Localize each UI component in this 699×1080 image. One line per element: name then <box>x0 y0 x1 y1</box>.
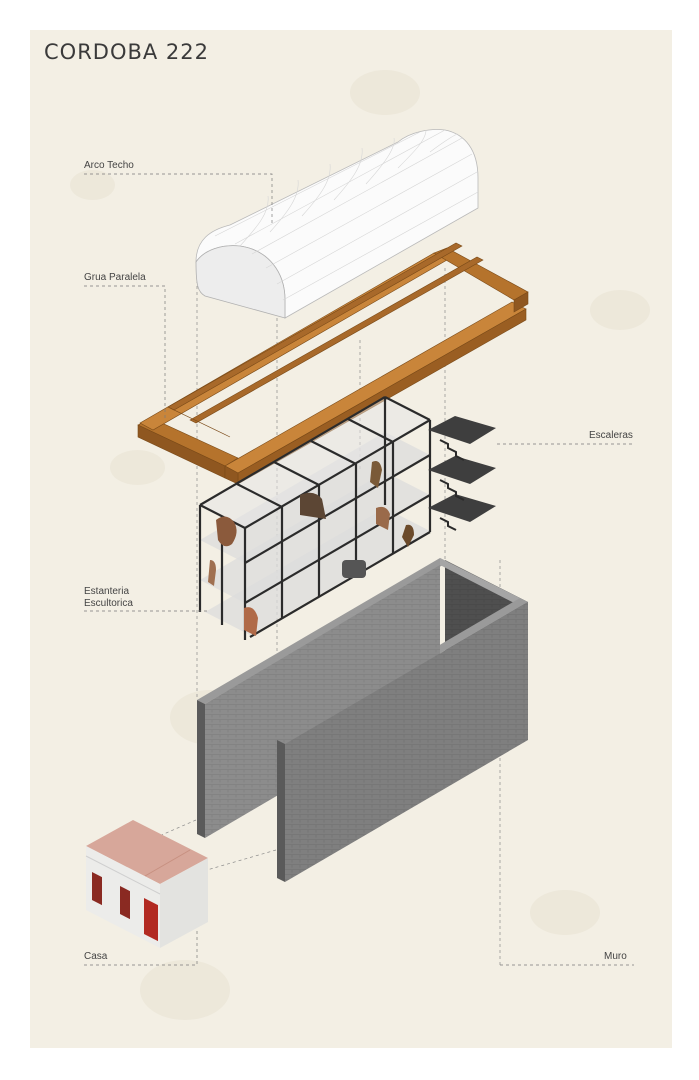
label-muro: Muro <box>604 951 627 962</box>
label-leaders <box>84 173 634 966</box>
page-title: CORDOBA 222 <box>44 40 210 64</box>
label-escultorica: Escultorica <box>84 598 133 609</box>
label-escaleras: Escaleras <box>589 430 633 441</box>
arco-techo-roof <box>195 129 479 319</box>
sculpture-pieces <box>208 461 414 636</box>
grua-paralela-crane <box>137 242 529 485</box>
escaleras-stairs <box>428 416 496 531</box>
muro-walls <box>197 558 528 882</box>
label-arco-techo: Arco Techo <box>84 160 134 171</box>
label-grua-paralela: Grua Paralela <box>84 272 146 283</box>
casa-house <box>85 820 208 948</box>
label-estanteria: Estanteria <box>84 586 130 597</box>
label-casa: Casa <box>84 951 108 962</box>
estanteria-shelving <box>198 396 432 640</box>
